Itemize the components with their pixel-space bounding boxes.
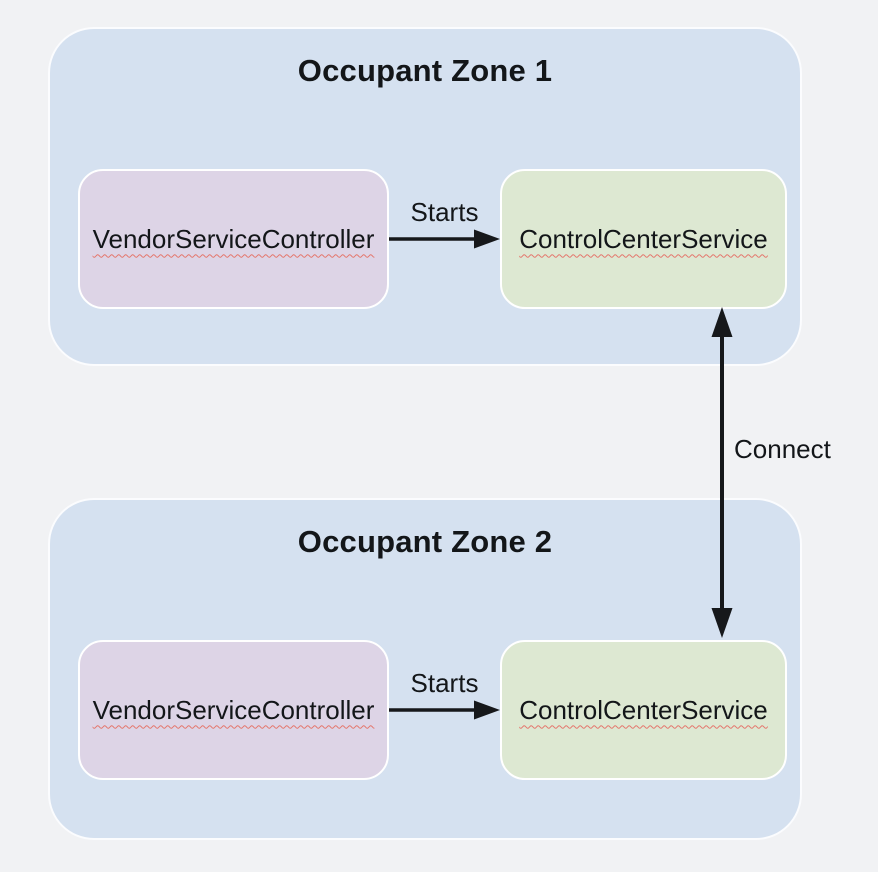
occupant-zone-1: Occupant Zone 1 VendorServiceController … bbox=[48, 27, 802, 366]
connect-label: Connect bbox=[734, 434, 831, 464]
zone-1-control-center-service-label: ControlCenterService bbox=[519, 223, 768, 254]
zone-2-title: Occupant Zone 2 bbox=[297, 524, 553, 559]
zone-1-title: Occupant Zone 1 bbox=[297, 53, 553, 88]
connect-arrow-icon bbox=[711, 307, 733, 638]
zone-1-starts-label: Starts bbox=[410, 197, 479, 227]
zone-1-vendor-service-controller-node: VendorServiceController bbox=[78, 169, 389, 309]
zone-1-control-center-service-node: ControlCenterService bbox=[500, 169, 787, 309]
zone-1-starts-arrow-icon bbox=[389, 229, 500, 249]
zone-2-control-center-service-node: ControlCenterService bbox=[500, 640, 787, 780]
zone-2-starts-label: Starts bbox=[410, 668, 479, 698]
zone-2-vendor-service-controller-label: VendorServiceController bbox=[92, 694, 375, 725]
zone-2-starts-arrow-icon bbox=[389, 700, 500, 720]
zone-1-vendor-service-controller-label: VendorServiceController bbox=[92, 223, 375, 254]
zone-2-control-center-service-label: ControlCenterService bbox=[519, 694, 768, 725]
occupant-zone-2: Occupant Zone 2 VendorServiceController … bbox=[48, 498, 802, 840]
zone-2-vendor-service-controller-node: VendorServiceController bbox=[78, 640, 389, 780]
